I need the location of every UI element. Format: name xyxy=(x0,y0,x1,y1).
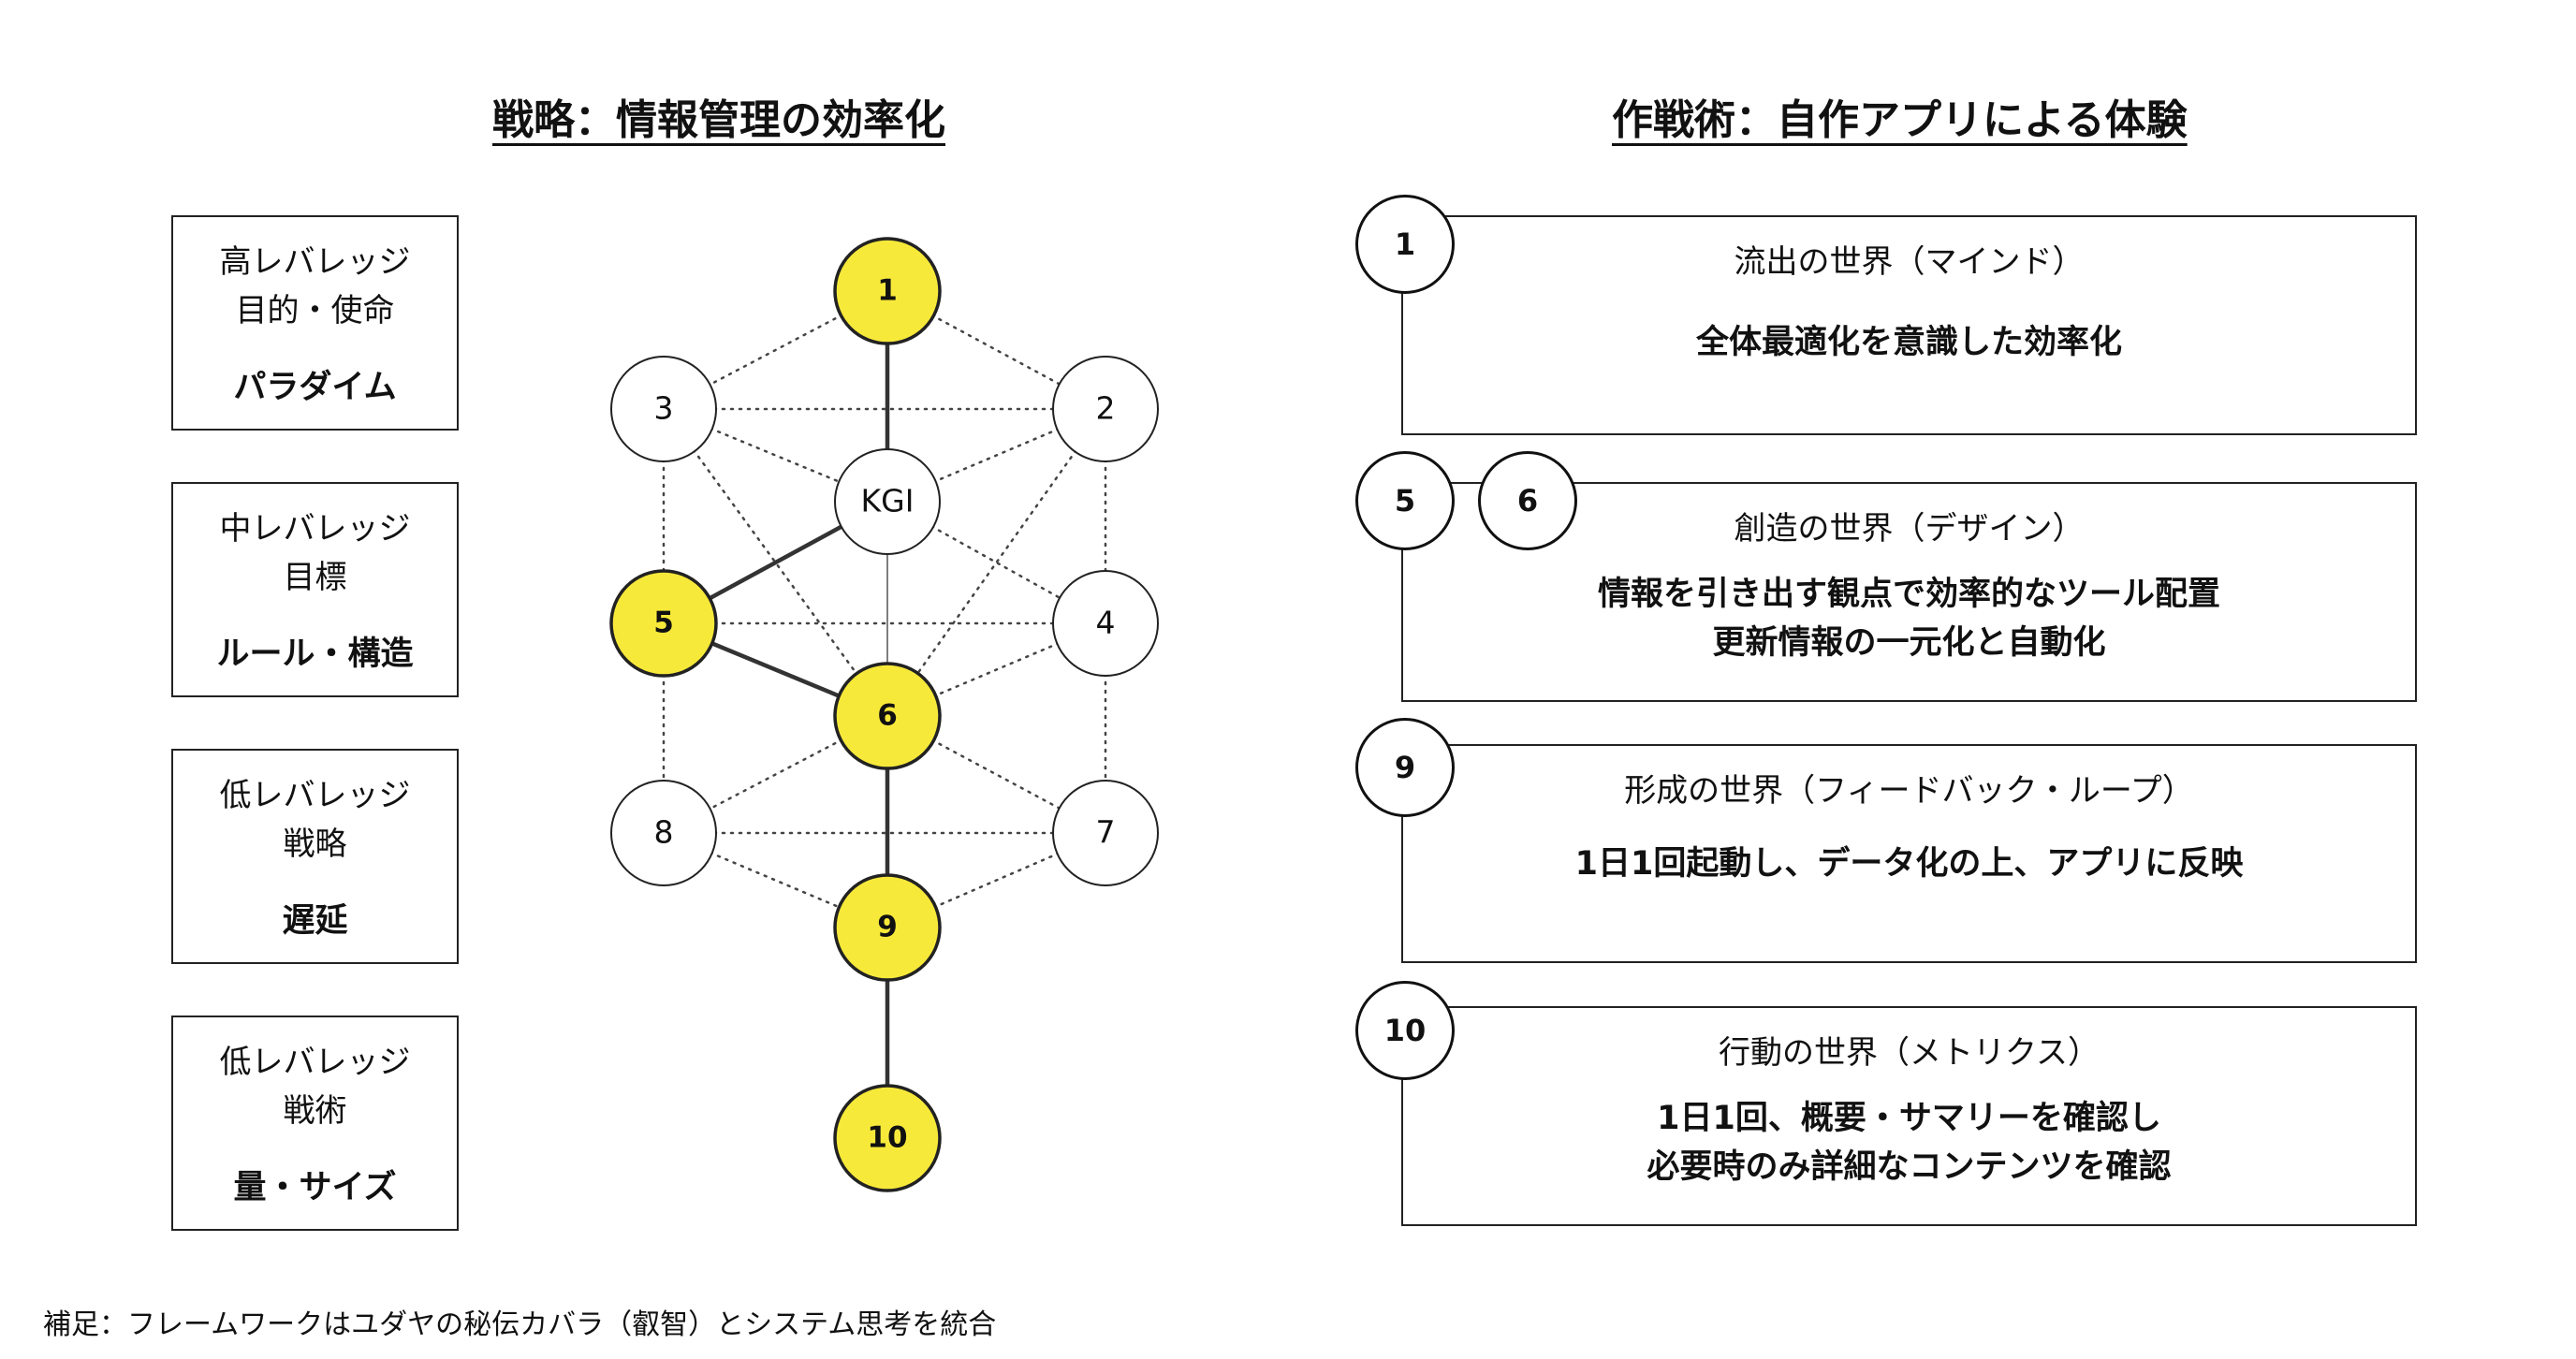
world-box-action: 行動の世界（メトリクス） 1日1回、概要・サマリーを確認し 必要時のみ詳細なコン… xyxy=(1401,1006,2417,1226)
node-label: 10 xyxy=(867,1121,907,1155)
leverage-point-label: パラダイム xyxy=(233,369,397,406)
node-kgi: KGI xyxy=(834,448,941,555)
world-badge-6: 6 xyxy=(1478,451,1577,550)
world-description: 全体最適化を意識した効率化 xyxy=(1403,318,2415,367)
node-label: 8 xyxy=(654,814,674,851)
footnote: 補足：フレームワークはユダヤの秘伝カバラ（叡智）とシステム思考を統合 xyxy=(43,1308,997,1341)
world-description-line: 更新情報の一元化と自動化 xyxy=(1712,624,2106,662)
world-badge-1: 1 xyxy=(1355,195,1455,294)
edge-7-9 xyxy=(886,831,1107,929)
leverage-box-mid: 中レバレッジ 目標 ルール・構造 xyxy=(171,482,459,697)
node-circle xyxy=(1052,570,1159,677)
node-7: 7 xyxy=(1052,780,1159,886)
world-title: 創造の世界（デザイン） xyxy=(1734,510,2085,548)
world-description-line: 全体最適化を意識した効率化 xyxy=(1695,324,2122,361)
edge-4-6 xyxy=(886,621,1107,718)
world-description: 情報を引き出す観点で効率的なツール配置 更新情報の一元化と自動化 xyxy=(1403,570,2415,667)
leverage-level-label: 低レバレッジ xyxy=(219,1044,411,1081)
node-1: 1 xyxy=(833,237,942,345)
leverage-box-high: 高レバレッジ 目的・使命 パラダイム xyxy=(171,215,459,431)
edge-2-6 xyxy=(886,407,1107,718)
world-box-formation: 形成の世界（フィードバック・ループ） 1日1回起動し、データ化の上、アプリに反映 xyxy=(1401,744,2417,963)
node-label: 6 xyxy=(877,699,898,733)
node-9: 9 xyxy=(833,873,942,982)
node-circle xyxy=(833,873,942,982)
world-description: 1日1回起動し、データ化の上、アプリに反映 xyxy=(1403,840,2415,888)
node-circle xyxy=(833,237,942,345)
node-label: 3 xyxy=(654,390,674,427)
node-label: 5 xyxy=(653,606,674,640)
node-label: 4 xyxy=(1096,605,1116,641)
node-circle xyxy=(610,780,717,886)
leverage-box-low-tactics: 低レバレッジ 戦術 量・サイズ xyxy=(171,1016,459,1231)
world-badge-9: 9 xyxy=(1355,718,1455,817)
node-circle xyxy=(609,569,718,678)
node-label: 9 xyxy=(877,911,898,944)
node-circle xyxy=(833,662,942,770)
leverage-category-label: 目標 xyxy=(283,559,347,596)
world-description-line: 必要時のみ詳細なコンテンツを確認 xyxy=(1647,1148,2172,1186)
node-circle xyxy=(833,1084,942,1192)
leverage-level-label: 低レバレッジ xyxy=(219,777,411,814)
leverage-category-label: 目的・使命 xyxy=(235,292,395,329)
node-label: 7 xyxy=(1096,814,1116,851)
leverage-point-label: ルール・構造 xyxy=(216,636,414,673)
leverage-level-label: 中レバレッジ xyxy=(219,510,411,548)
leverage-category-label: 戦術 xyxy=(283,1092,347,1130)
node-3: 3 xyxy=(610,356,717,462)
world-box-emanation: 流出の世界（マインド） 全体最適化を意識した効率化 xyxy=(1401,215,2417,435)
edge-2-kgi xyxy=(886,407,1107,504)
leverage-level-label: 高レバレッジ xyxy=(219,243,411,281)
node-5: 5 xyxy=(609,569,718,678)
node-circle xyxy=(1052,356,1159,462)
right-heading: 作戦術：自作アプリによる体験 xyxy=(1612,96,2188,144)
world-badge-10: 10 xyxy=(1355,981,1455,1080)
world-badge-5: 5 xyxy=(1355,451,1455,550)
node-circle xyxy=(1052,780,1159,886)
node-10: 10 xyxy=(833,1084,942,1192)
world-title: 流出の世界（マインド） xyxy=(1734,243,2085,281)
world-description-line: 1日1回起動し、データ化の上、アプリに反映 xyxy=(1574,845,2244,883)
node-circle xyxy=(834,448,941,555)
leverage-box-low-strategy: 低レバレッジ 戦略 遅延 xyxy=(171,749,459,964)
node-label: KGI xyxy=(861,483,915,519)
world-description: 1日1回、概要・サマリーを確認し 必要時のみ詳細なコンテンツを確認 xyxy=(1403,1094,2415,1191)
world-title: 行動の世界（メトリクス） xyxy=(1719,1034,2100,1072)
node-8: 8 xyxy=(610,780,717,886)
leverage-category-label: 戦略 xyxy=(283,826,347,863)
world-description-line: 1日1回、概要・サマリーを確認し xyxy=(1657,1100,2161,1137)
node-label: 2 xyxy=(1096,390,1116,427)
node-4: 4 xyxy=(1052,570,1159,677)
world-title: 形成の世界（フィードバック・ループ） xyxy=(1624,772,2194,810)
node-label: 1 xyxy=(877,274,898,308)
leverage-point-label: 量・サイズ xyxy=(233,1169,397,1206)
leverage-point-label: 遅延 xyxy=(282,902,348,940)
node-circle xyxy=(610,356,717,462)
node-6: 6 xyxy=(833,662,942,770)
node-2: 2 xyxy=(1052,356,1159,462)
world-description-line: 情報を引き出す観点で効率的なツール配置 xyxy=(1597,576,2220,613)
left-heading: 戦略：情報管理の効率化 xyxy=(492,96,945,144)
